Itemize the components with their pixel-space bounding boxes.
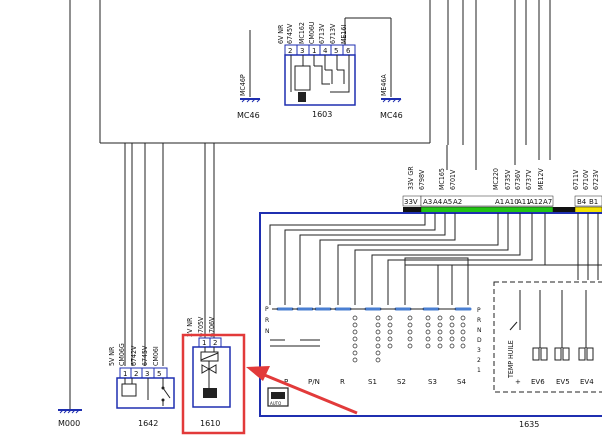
svg-text:A12: A12: [529, 198, 543, 206]
temp-sensor: TEMP HUILE +: [507, 290, 521, 386]
svg-text:5: 5: [334, 47, 338, 55]
annotation-arrow: [246, 366, 358, 415]
svg-text:6736V: 6736V: [514, 169, 522, 190]
svg-text:A11: A11: [517, 198, 531, 206]
svg-text:ME16I: ME16I: [340, 25, 348, 44]
svg-text:1: 1: [202, 339, 206, 347]
svg-text:2: 2: [134, 370, 138, 378]
ground-me46a: ME46A MC46: [344, 17, 403, 120]
component-label: 1642: [138, 419, 158, 428]
svg-text:6710V: 6710V: [582, 169, 590, 190]
svg-text:2: 2: [477, 357, 481, 364]
ecu-1635: 1635 P R N: [259, 212, 602, 429]
svg-text:ME12V: ME12V: [537, 168, 545, 190]
svg-text:6: 6: [346, 47, 351, 55]
svg-text:5V NR: 5V NR: [108, 346, 116, 366]
svg-text:3: 3: [477, 347, 481, 354]
svg-text:2: 2: [213, 339, 217, 347]
svg-text:AUTO: AUTO: [270, 401, 281, 406]
svg-text:CM06I: CM06I: [152, 346, 160, 366]
svg-text:EV6: EV6: [531, 378, 545, 386]
svg-text:P/N: P/N: [308, 378, 320, 386]
component-label: 1635: [519, 420, 539, 429]
svg-text:N: N: [265, 328, 270, 335]
svg-text:A3: A3: [423, 198, 432, 206]
svg-text:33V GR: 33V GR: [407, 166, 415, 190]
svg-text:MC162: MC162: [298, 22, 306, 44]
ground-label: MC46P: [239, 74, 247, 96]
svg-text:A1: A1: [495, 198, 504, 206]
svg-text:S3: S3: [428, 378, 437, 386]
svg-text:S1: S1: [368, 378, 377, 386]
connector-1610: 2V NR 6705V 6706V 1 2 1610: [186, 316, 231, 428]
svg-text:33V: 33V: [404, 198, 418, 206]
svg-text:3: 3: [145, 370, 149, 378]
svg-text:B1: B1: [589, 198, 598, 206]
svg-text:R: R: [340, 378, 345, 386]
svg-text:6V NR: 6V NR: [277, 24, 285, 44]
svg-text:6735V: 6735V: [504, 169, 512, 190]
svg-text:S2: S2: [397, 378, 406, 386]
svg-text:6723V: 6723V: [592, 169, 600, 190]
ground-m000: M000: [58, 404, 82, 428]
highlight-box: [181, 333, 246, 435]
svg-text:6706V: 6706V: [208, 316, 216, 337]
svg-text:2: 2: [288, 47, 292, 55]
svg-text:EV5: EV5: [556, 378, 570, 386]
svg-text:A2: A2: [453, 198, 462, 206]
svg-text:6798V: 6798V: [418, 169, 426, 190]
svg-text:N: N: [477, 327, 482, 334]
connector-1603: 6V NR 6745V MC162 CM06U 6713V 6713V ME16…: [277, 21, 356, 119]
svg-text:CM06U: CM06U: [308, 21, 316, 44]
svg-text:6711V: 6711V: [572, 169, 580, 190]
svg-text:6745V: 6745V: [286, 23, 294, 44]
svg-text:6742V: 6742V: [130, 345, 138, 366]
svg-text:6713V: 6713V: [318, 23, 326, 44]
background-wires: [69, 0, 551, 404]
svg-text:1: 1: [123, 370, 127, 378]
svg-text:1: 1: [312, 47, 316, 55]
svg-text:CM06G: CM06G: [118, 343, 126, 366]
svg-text:P: P: [265, 306, 269, 313]
connector-1642: 5V NR CM06G 6742V 6745V CM06I 1 2 3 5 16…: [108, 343, 175, 428]
svg-text:1: 1: [477, 367, 481, 374]
component-label: 1610: [200, 419, 220, 428]
component-label: 1603: [312, 110, 332, 119]
ecu-header-codes: 33V GR 6798V 6701V MC165 MC220 6735V 673…: [407, 166, 600, 190]
svg-text:EV4: EV4: [580, 378, 594, 386]
ground-mc46p: MC46P MC46: [237, 30, 261, 120]
svg-text:6705V: 6705V: [197, 316, 205, 337]
ground-label: MC46: [237, 111, 260, 120]
svg-text:MC165: MC165: [438, 168, 446, 190]
svg-text:A5: A5: [443, 198, 452, 206]
svg-text:MC220: MC220: [492, 168, 500, 190]
svg-text:6745V: 6745V: [141, 345, 149, 366]
svg-text:4: 4: [323, 47, 328, 55]
svg-text:P: P: [284, 378, 288, 386]
svg-text:S4: S4: [457, 378, 466, 386]
ground-label: M000: [58, 419, 80, 428]
ecu-pin-row: 33V A3 A4 A5 A2 A1 A10 A11 A12 A7 B4 B1: [402, 195, 602, 214]
svg-text:6737V: 6737V: [525, 169, 533, 190]
svg-text:R: R: [477, 317, 481, 324]
svg-text:6701V: 6701V: [449, 169, 457, 190]
svg-text:3: 3: [300, 47, 304, 55]
svg-text:2V NR: 2V NR: [186, 317, 194, 337]
svg-text:+: +: [515, 378, 521, 386]
svg-text:A10: A10: [505, 198, 519, 206]
svg-text:5: 5: [157, 370, 161, 378]
svg-text:P: P: [477, 307, 481, 314]
svg-text:B4: B4: [577, 198, 587, 206]
svg-text:A4: A4: [433, 198, 443, 206]
svg-text:A7: A7: [543, 198, 552, 206]
svg-text:6713V: 6713V: [329, 23, 337, 44]
svg-text:D: D: [477, 337, 482, 344]
svg-text:R: R: [265, 317, 269, 324]
ground-label: MC46: [380, 111, 403, 120]
ground-label: ME46A: [380, 74, 388, 96]
svg-text:TEMP HUILE: TEMP HUILE: [507, 340, 515, 379]
